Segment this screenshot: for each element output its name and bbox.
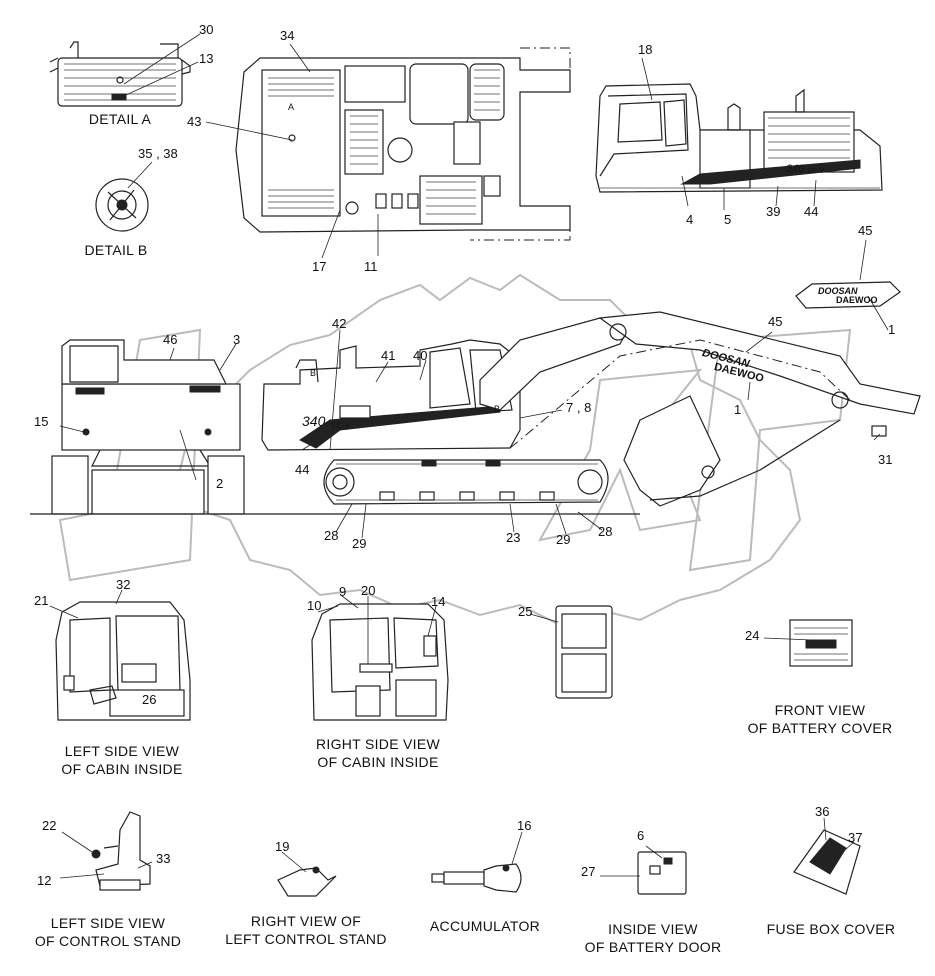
battery-cover-drawing	[789, 619, 853, 667]
top-view-drawing	[235, 47, 571, 241]
view-marker-a: A	[288, 102, 295, 112]
view-marker-b-left: B	[310, 368, 317, 378]
front-view-drawing	[51, 339, 245, 515]
callout-46: 46	[163, 332, 178, 347]
callout-1-boom: 1	[734, 402, 742, 417]
leader-lines	[49, 33, 889, 879]
caption-right-side-1: RIGHT SIDE VIEW	[315, 736, 441, 752]
caption-front-view-1: FRONT VIEW	[774, 702, 866, 718]
caption-fuse-box: FUSE BOX COVER	[766, 921, 896, 937]
callout-26: 26	[142, 692, 157, 707]
callout-27: 27	[581, 864, 596, 879]
caption-left-stand-2: OF CONTROL STAND	[34, 933, 182, 949]
callout-45-badge: 45	[858, 223, 873, 238]
callout-28-right: 28	[598, 524, 613, 539]
callout-40: 40	[413, 348, 428, 363]
caption-detail-b: DETAIL B	[84, 242, 148, 258]
caption-battery-door-1: INSIDE VIEW	[608, 921, 698, 937]
callout-15: 15	[34, 414, 49, 429]
callout-28-left: 28	[324, 528, 339, 543]
main-excavator-drawing	[30, 311, 921, 515]
callout-9: 9	[339, 584, 347, 599]
callout-19: 19	[275, 839, 290, 854]
callout-7-8: 7 , 8	[566, 400, 592, 415]
callout-37: 37	[848, 830, 863, 845]
callout-44-main: 44	[295, 462, 310, 477]
callout-45-boom: 45	[768, 314, 783, 329]
model-suffix-main: LC·V	[332, 421, 351, 430]
badge-brand-2: DAEWOO	[836, 295, 878, 305]
caption-accumulator: ACCUMULATOR	[429, 918, 541, 934]
detail-b-drawing	[95, 178, 149, 232]
caption-left-side-2: OF CABIN INSIDE	[61, 761, 183, 777]
fuse-box-drawing	[793, 829, 861, 895]
callout-42: 42	[332, 316, 347, 331]
callout-14: 14	[431, 594, 446, 609]
view-marker-b-right: B	[494, 404, 501, 414]
callout-29-left: 29	[352, 536, 367, 551]
callout-23: 23	[506, 530, 521, 545]
callout-29-right: 29	[556, 532, 571, 547]
caption-right-side-2: OF CABIN INSIDE	[317, 754, 439, 770]
callout-11: 11	[364, 259, 378, 274]
callout-41: 41	[381, 348, 396, 363]
callout-3: 3	[233, 332, 241, 347]
callout-25: 25	[518, 604, 533, 619]
model-suffix-top: LC·V	[808, 168, 824, 175]
callout-16: 16	[517, 818, 532, 833]
caption-right-stand-1: RIGHT VIEW OF	[250, 913, 362, 929]
caption-detail-a: DETAIL A	[88, 111, 152, 127]
callout-36: 36	[815, 804, 830, 819]
callout-12: 12	[37, 873, 52, 888]
caption-front-view-2: OF BATTERY COVER	[747, 720, 893, 736]
callout-22: 22	[42, 818, 57, 833]
caption-left-stand-1: LEFT SIDE VIEW	[50, 915, 166, 931]
callout-1-badge: 1	[888, 322, 896, 337]
callout-43: 43	[187, 114, 202, 129]
left-control-stand-drawing	[91, 811, 151, 891]
callout-6: 6	[637, 828, 645, 843]
callout-32: 32	[116, 577, 131, 592]
callout-10: 10	[307, 598, 322, 613]
callout-17: 17	[312, 259, 327, 274]
model-decal-main: 340	[302, 413, 326, 429]
battery-door-drawing	[637, 851, 687, 895]
callout-33: 33	[156, 851, 171, 866]
callout-44-top: 44	[804, 204, 819, 219]
door-25-drawing	[555, 605, 613, 699]
callout-4: 4	[686, 212, 694, 227]
callout-34: 34	[280, 28, 295, 43]
callout-31: 31	[878, 452, 893, 467]
detail-a-drawing	[49, 41, 191, 107]
badge-45-drawing	[795, 281, 901, 309]
callout-30: 30	[199, 22, 214, 37]
callout-39: 39	[766, 204, 781, 219]
callout-35-38: 35 , 38	[138, 146, 178, 161]
caption-battery-door-2: OF BATTERY DOOR	[584, 939, 722, 955]
callout-13: 13	[199, 51, 214, 66]
badge-brand-1: DOOSAN	[818, 286, 858, 296]
accumulator-drawing	[431, 863, 522, 893]
caption-left-side-1: LEFT SIDE VIEW	[64, 743, 180, 759]
callout-5: 5	[724, 212, 732, 227]
caption-right-stand-2: LEFT CONTROL STAND	[225, 931, 387, 947]
right-cabin-drawing	[311, 603, 449, 721]
callout-18: 18	[638, 42, 653, 57]
model-decal-top: 340	[786, 163, 805, 175]
callout-21: 21	[34, 593, 49, 608]
right-control-stand-drawing	[277, 866, 337, 897]
right-side-view-drawing	[595, 83, 883, 193]
callout-2: 2	[216, 476, 224, 491]
callout-24: 24	[745, 628, 760, 643]
left-cabin-drawing	[55, 601, 191, 721]
callout-20: 20	[361, 583, 376, 598]
